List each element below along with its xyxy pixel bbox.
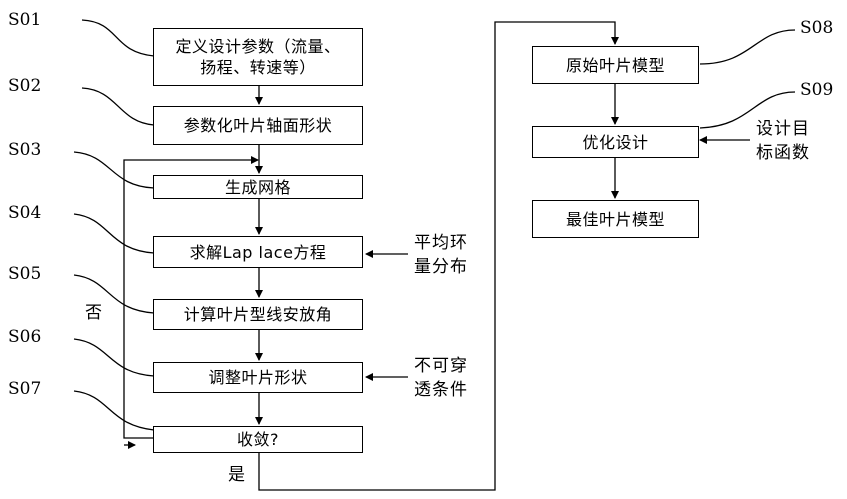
step-label-s05: S05 xyxy=(8,264,41,284)
box-original-blade-model: 原始叶片模型 xyxy=(532,46,699,84)
box-original-blade-model-text: 原始叶片模型 xyxy=(566,55,665,76)
step-label-s09: S09 xyxy=(800,80,833,100)
step-label-s03: S03 xyxy=(8,140,41,160)
step-label-s08: S08 xyxy=(800,18,833,38)
step-label-s01: S01 xyxy=(8,10,41,30)
box-optimization-design-text: 优化设计 xyxy=(582,132,648,153)
step-label-s07: S07 xyxy=(8,379,41,399)
box-parametrize-text: 参数化叶片轴面形状 xyxy=(184,115,333,136)
box-best-blade-model: 最佳叶片模型 xyxy=(532,200,699,238)
input-average-circulation: 平均环 量分布 xyxy=(414,231,468,279)
leader-s06 xyxy=(74,339,154,376)
box-compute-blade-angle: 计算叶片型线安放角 xyxy=(153,299,363,330)
box-adjust-blade-shape: 调整叶片形状 xyxy=(153,362,363,393)
box-generate-mesh: 生成网格 xyxy=(153,175,363,199)
leader-s02 xyxy=(82,88,154,125)
box-define-parameters-text: 定义设计参数（流量、 扬程、转速等） xyxy=(175,36,340,78)
box-adjust-blade-shape-text: 调整叶片形状 xyxy=(208,367,307,388)
box-converge-decision-text: 收敛? xyxy=(237,429,279,450)
box-converge-decision: 收敛? xyxy=(153,426,363,453)
box-optimization-design: 优化设计 xyxy=(532,126,699,158)
box-compute-blade-angle-text: 计算叶片型线安放角 xyxy=(184,304,333,325)
step-label-s06: S06 xyxy=(8,327,41,347)
input-impermeable-condition: 不可穿 透条件 xyxy=(414,354,468,402)
box-define-parameters: 定义设计参数（流量、 扬程、转速等） xyxy=(153,28,363,86)
leader-s03 xyxy=(74,152,154,188)
leader-s07 xyxy=(74,391,154,430)
decision-yes-label: 是 xyxy=(228,465,245,485)
box-generate-mesh-text: 生成网格 xyxy=(225,177,291,198)
input-objective-function: 设计目 标函数 xyxy=(756,117,810,165)
decision-no-label: 否 xyxy=(85,303,102,323)
box-parametrize-meridional-shape: 参数化叶片轴面形状 xyxy=(153,106,363,145)
step-label-s02: S02 xyxy=(8,76,41,96)
leader-s08 xyxy=(700,30,795,64)
box-best-blade-model-text: 最佳叶片模型 xyxy=(566,209,665,230)
leader-s01 xyxy=(82,20,154,56)
box-solve-laplace: 求解Lap lace方程 xyxy=(153,236,363,268)
step-label-s04: S04 xyxy=(8,203,41,223)
leader-s04 xyxy=(74,214,154,253)
box-solve-laplace-text: 求解Lap lace方程 xyxy=(190,242,327,263)
